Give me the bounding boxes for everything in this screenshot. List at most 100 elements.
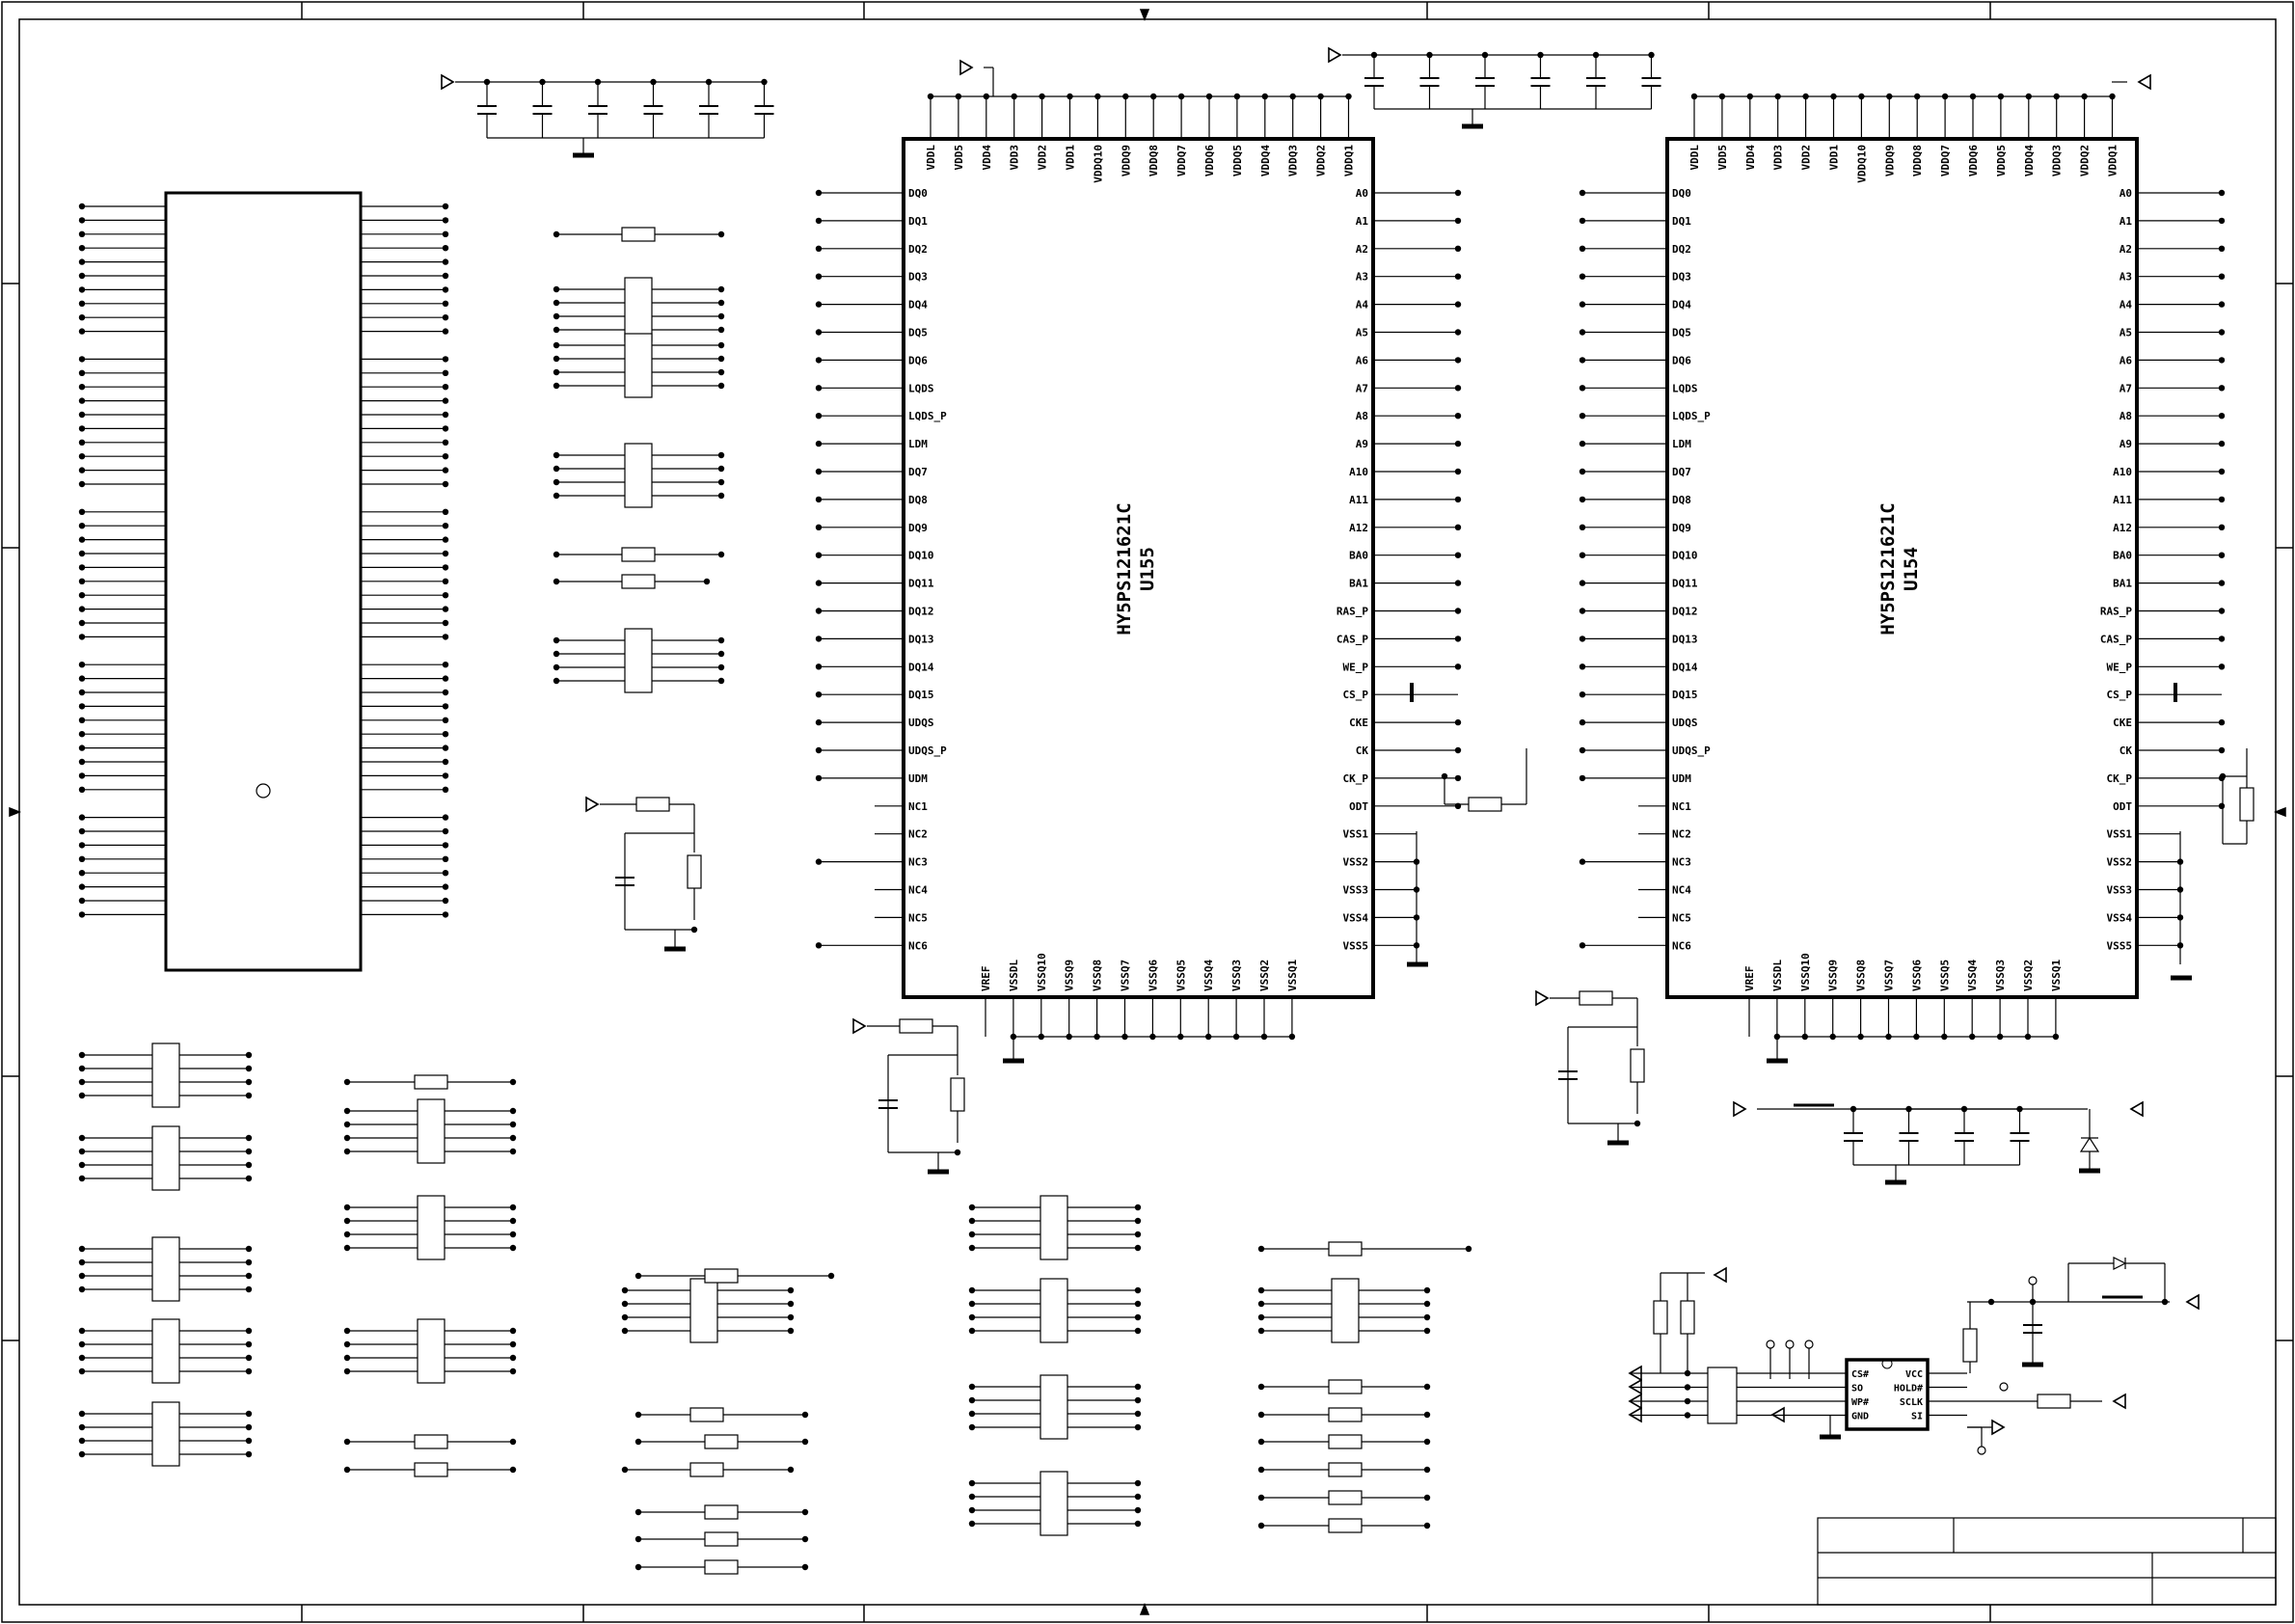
pin-label: DQ9 bbox=[908, 522, 928, 534]
pin-label: VDD1 bbox=[1828, 145, 1841, 171]
junction-dot bbox=[78, 1354, 86, 1362]
junction-dot bbox=[442, 258, 449, 265]
pin-label: VSS5 bbox=[2107, 939, 2133, 952]
pin-label: BA0 bbox=[1349, 550, 1368, 562]
pin-label: DQ11 bbox=[908, 578, 934, 590]
junction-dot bbox=[968, 1506, 976, 1514]
junction-dot bbox=[1134, 1300, 1142, 1308]
junction-dot bbox=[78, 203, 86, 210]
junction-dot bbox=[78, 397, 86, 404]
pin-label: CAS_P bbox=[2100, 633, 2132, 645]
junction-dot bbox=[442, 286, 449, 293]
junction-dot bbox=[2218, 580, 2226, 586]
junction-dot bbox=[927, 93, 934, 100]
junction-dot bbox=[245, 1410, 253, 1418]
junction-dot bbox=[2218, 440, 2226, 447]
pin-label: DQ5 bbox=[908, 327, 928, 339]
junction-dot bbox=[1996, 1033, 2004, 1041]
junction-dot bbox=[1454, 385, 1462, 392]
junction-dot bbox=[343, 1121, 351, 1128]
junction-dot bbox=[815, 746, 823, 754]
resistor-network bbox=[624, 333, 653, 398]
junction-dot bbox=[1011, 93, 1017, 100]
junction-dot bbox=[553, 578, 560, 585]
junction-dot bbox=[1579, 524, 1586, 530]
junction-dot bbox=[1579, 245, 1586, 252]
junction-dot bbox=[815, 273, 823, 280]
junction-dot bbox=[245, 1175, 253, 1182]
junction-dot bbox=[717, 326, 725, 334]
junction-dot bbox=[553, 312, 560, 320]
junction-dot bbox=[1257, 1286, 1265, 1294]
junction-dot bbox=[1423, 1466, 1431, 1474]
junction-dot bbox=[815, 385, 823, 392]
resistor-network bbox=[624, 628, 653, 693]
junction-dot bbox=[1648, 51, 1655, 59]
junction-dot bbox=[634, 1272, 642, 1280]
resistor-network bbox=[417, 1195, 446, 1260]
resistor-network bbox=[624, 277, 653, 342]
resistor bbox=[1328, 1490, 1363, 1505]
junction-dot bbox=[78, 772, 86, 779]
junction-dot bbox=[553, 636, 560, 644]
junction-dot bbox=[343, 1244, 351, 1252]
junction-dot bbox=[703, 578, 711, 585]
junction-dot bbox=[78, 1327, 86, 1335]
junction-dot bbox=[245, 1051, 253, 1059]
junction-dot bbox=[509, 1367, 517, 1375]
junction-dot bbox=[509, 1340, 517, 1348]
junction-dot bbox=[2053, 93, 2060, 100]
junction-dot bbox=[78, 1286, 86, 1293]
junction-dot bbox=[1857, 1033, 1864, 1041]
pin-label: DQ11 bbox=[1672, 578, 1698, 590]
junction-dot bbox=[1829, 1033, 1836, 1041]
resistor bbox=[1328, 1379, 1363, 1394]
junction-dot bbox=[717, 299, 725, 307]
junction-dot bbox=[1850, 1105, 1857, 1113]
pin-label: DQ15 bbox=[908, 689, 934, 701]
junction-dot bbox=[442, 356, 449, 363]
junction-dot bbox=[442, 300, 449, 307]
pin-label: A9 bbox=[2120, 438, 2132, 450]
junction-dot bbox=[442, 662, 449, 668]
junction-dot bbox=[1718, 93, 1726, 100]
power-flag bbox=[1535, 989, 1550, 1007]
pin-label: NC3 bbox=[1672, 856, 1691, 869]
junction-dot bbox=[78, 870, 86, 877]
pin-label: VDDQ1 bbox=[1343, 145, 1356, 176]
junction-dot bbox=[1454, 413, 1462, 420]
pin-label: LDM bbox=[908, 438, 928, 450]
junction-dot bbox=[801, 1508, 809, 1516]
junction-dot bbox=[621, 1313, 629, 1321]
junction-dot bbox=[442, 272, 449, 280]
test-point bbox=[2028, 1276, 2038, 1286]
pin-label: A10 bbox=[2113, 466, 2132, 478]
junction-dot bbox=[2052, 1033, 2060, 1041]
junction-dot bbox=[634, 1438, 642, 1446]
pin-label: DQ8 bbox=[1672, 494, 1691, 506]
junction-dot bbox=[442, 870, 449, 877]
junction-dot bbox=[553, 299, 560, 307]
junction-dot bbox=[2218, 746, 2226, 754]
pin-label: A7 bbox=[1356, 382, 1368, 394]
power-flag bbox=[2112, 1393, 2126, 1410]
pin-label: VDDQ9 bbox=[1883, 145, 1896, 176]
pin-label: SCLK bbox=[1900, 1397, 1923, 1408]
junction-dot bbox=[442, 536, 449, 543]
junction-dot bbox=[509, 1121, 517, 1128]
junction-dot bbox=[78, 592, 86, 599]
junction-dot bbox=[1134, 1244, 1142, 1252]
junction-dot bbox=[553, 465, 560, 473]
junction-dot bbox=[78, 883, 86, 890]
junction-dot bbox=[1423, 1300, 1431, 1308]
pin-label: HOLD# bbox=[1894, 1384, 1923, 1394]
passive-components bbox=[78, 46, 2254, 1575]
pin-label: VSSQ7 bbox=[1120, 960, 1132, 991]
junction-dot bbox=[2218, 245, 2226, 252]
junction-dot bbox=[815, 774, 823, 782]
junction-dot bbox=[787, 1313, 795, 1321]
junction-dot bbox=[442, 411, 449, 419]
pin-label: A1 bbox=[1356, 215, 1369, 228]
